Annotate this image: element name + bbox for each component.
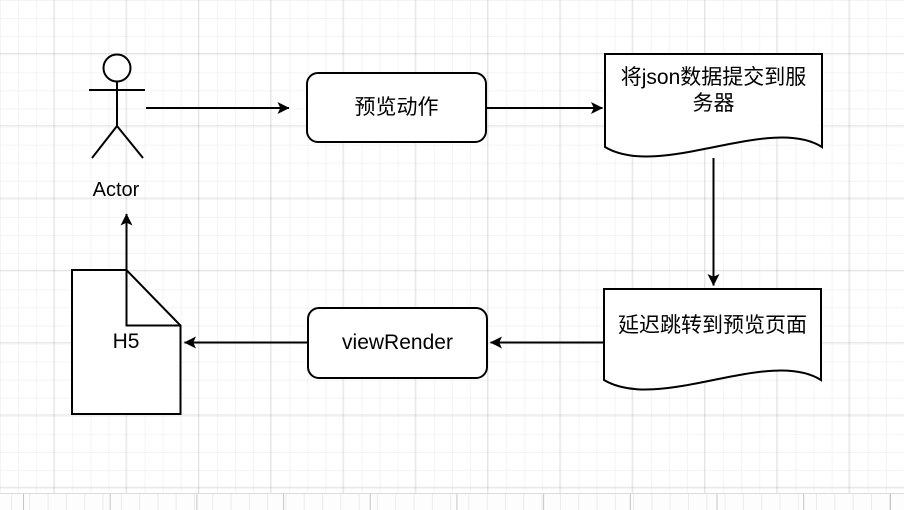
- submit-json-label-line1: 将json数据提交到服: [620, 66, 807, 90]
- preview-action-label[interactable]: 预览动作: [354, 95, 439, 119]
- h5-note-fold: [125, 270, 181, 327]
- delay-redirect-document[interactable]: [603, 288, 822, 391]
- actor-leg-left: [91, 125, 118, 159]
- delay-redirect-label[interactable]: 延迟跳转到预览页面: [618, 314, 807, 338]
- submit-json-label[interactable]: 将json数据提交到服 务器: [605, 54, 822, 128]
- submit-json-document[interactable]: [604, 53, 823, 158]
- h5-note-outline: [71, 269, 182, 415]
- actor-leg-right: [116, 125, 144, 159]
- h5-label[interactable]: H5: [112, 330, 140, 354]
- submit-json-label-line2: 务器: [692, 92, 735, 115]
- actor-head: [102, 53, 132, 83]
- canvas-bottom-ruler: [0, 493, 904, 510]
- actor-figure[interactable]: [89, 53, 145, 159]
- view-render-label[interactable]: viewRender: [342, 331, 453, 355]
- h5-note[interactable]: [71, 269, 182, 415]
- actor-label[interactable]: Actor: [92, 178, 140, 201]
